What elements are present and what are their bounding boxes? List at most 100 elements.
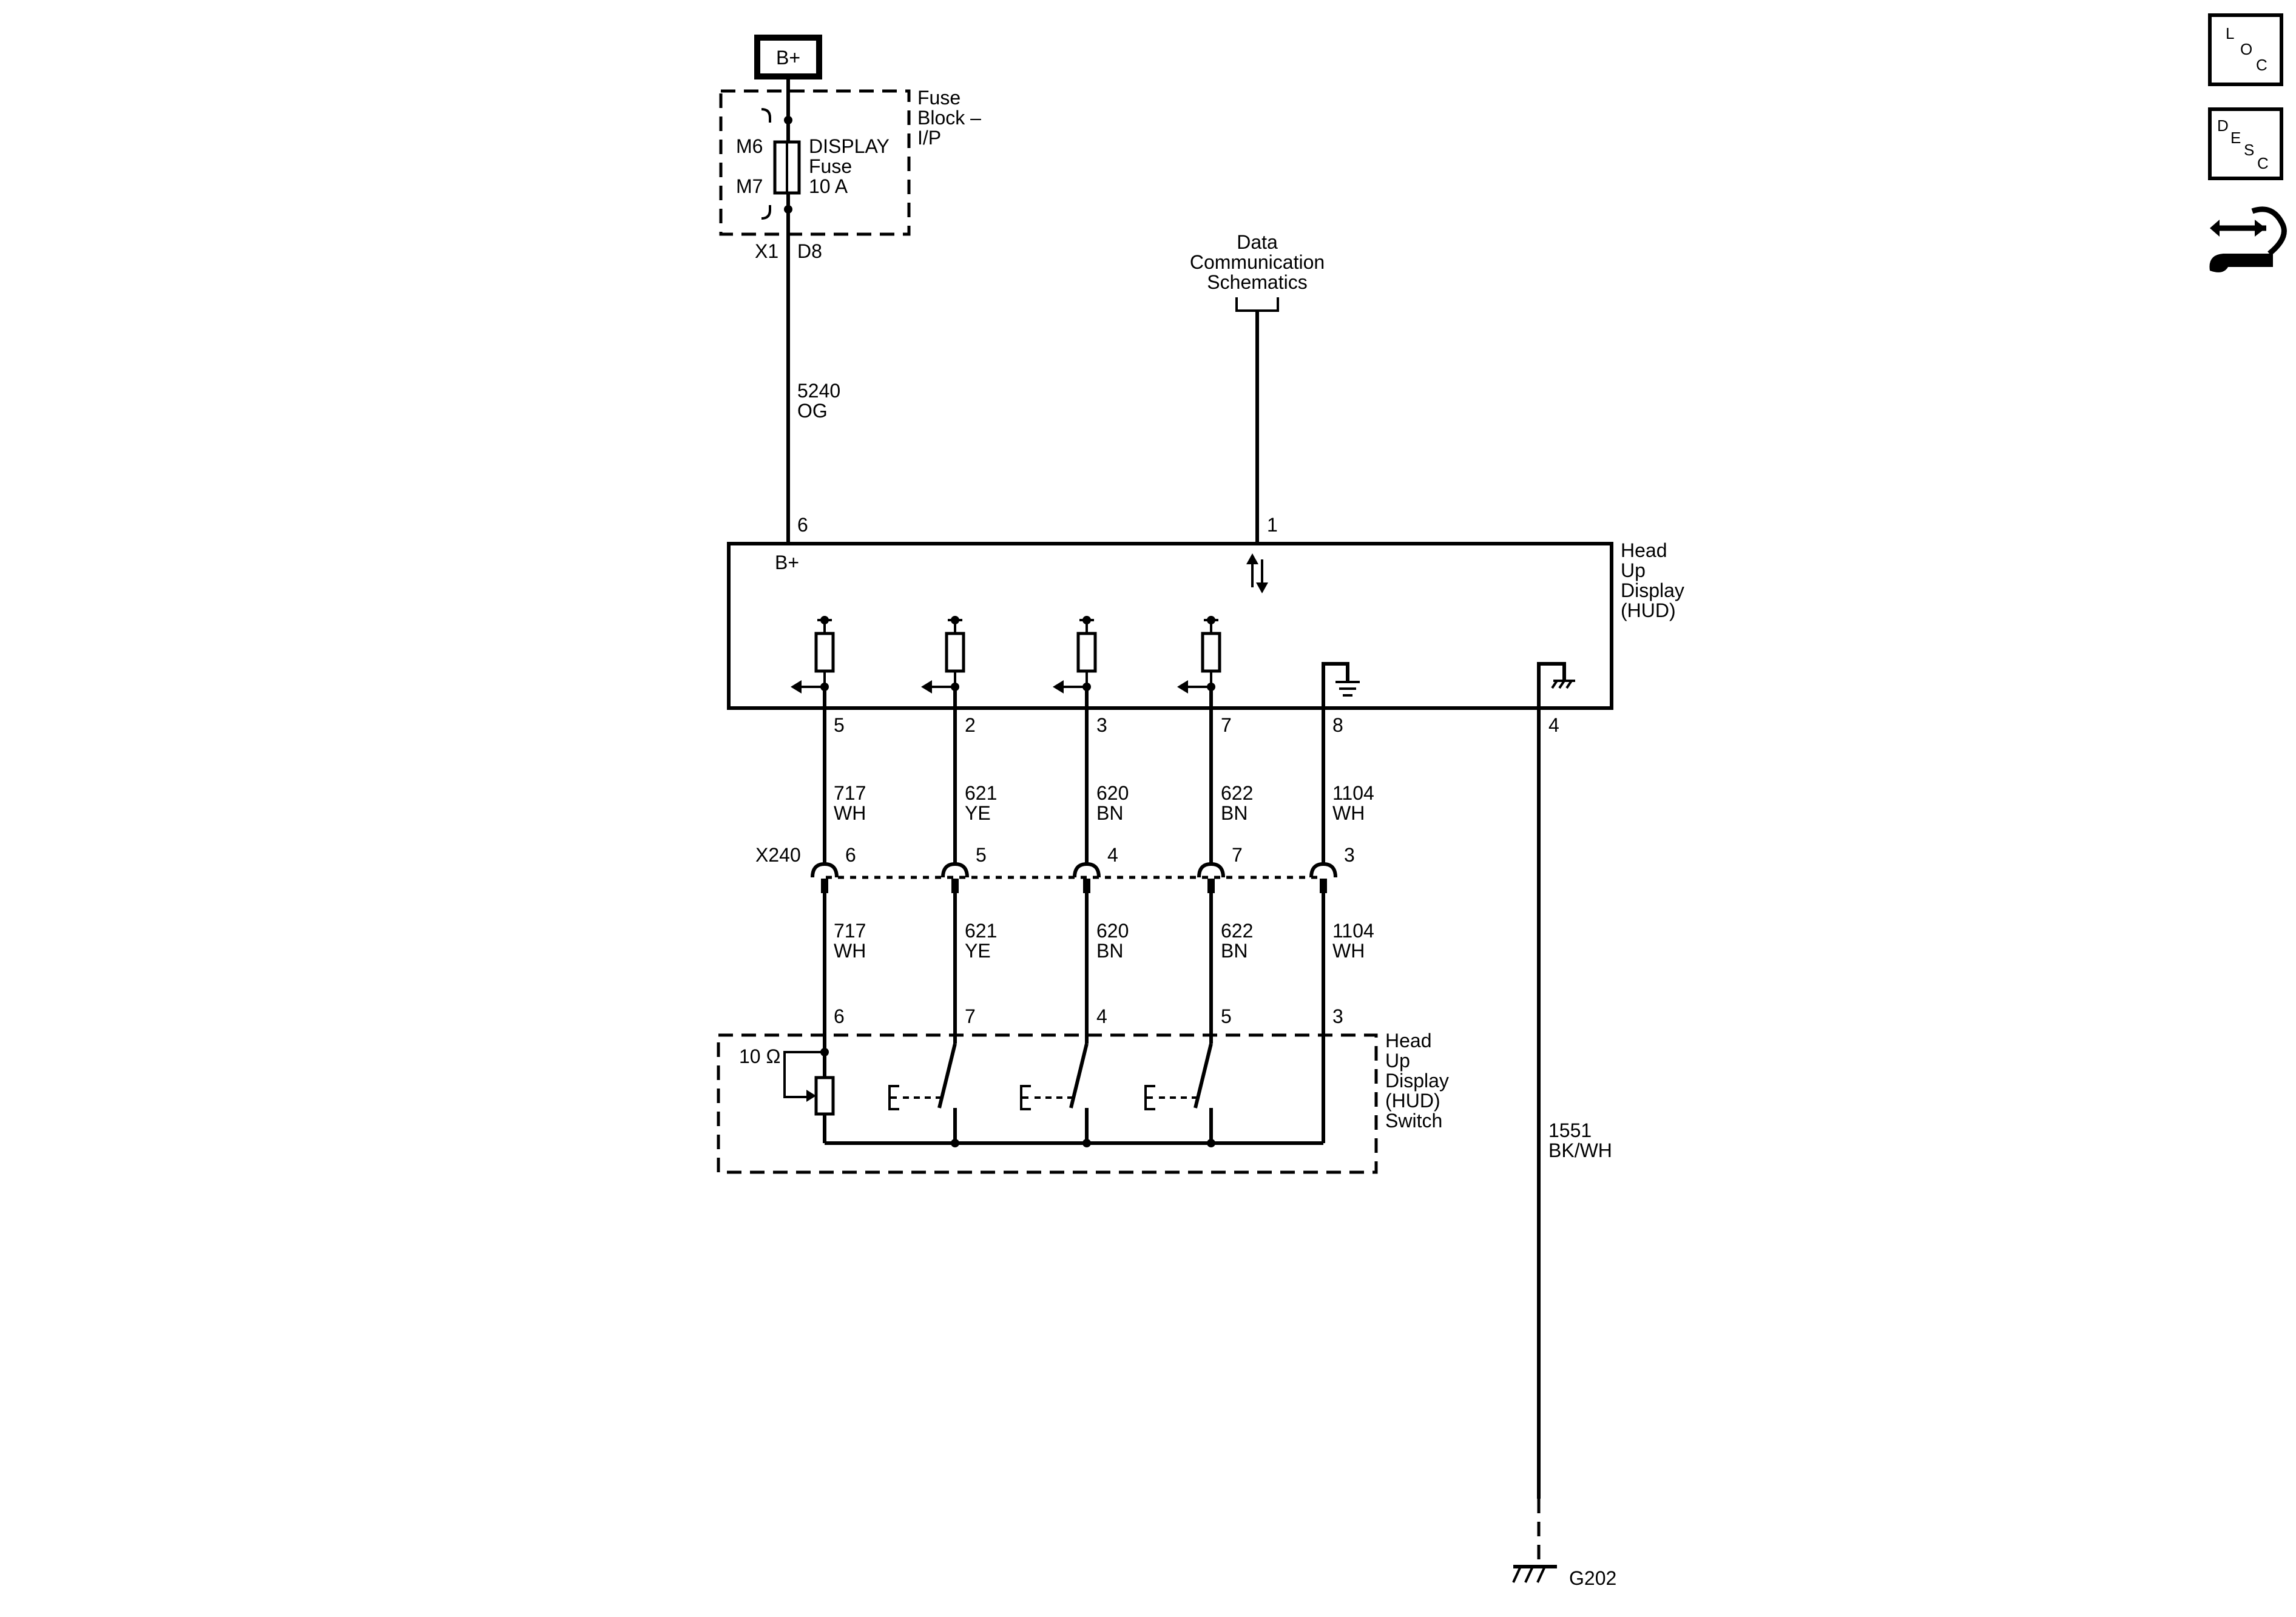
hud-switch-pin-4: 4 xyxy=(1096,1005,1107,1027)
hud-switch-pin-7: 7 xyxy=(965,1005,976,1027)
hud-pin-2: 2 xyxy=(965,714,976,736)
x240-pin-7: 7 xyxy=(1197,844,1243,893)
fuse-block-title-3: I/P xyxy=(917,127,941,149)
loc-letter-2: O xyxy=(2240,40,2252,58)
connector-x240-label: X240 xyxy=(755,844,801,866)
desc-letter-3: S xyxy=(2244,141,2254,159)
x240-pin-label-5: 5 xyxy=(976,844,987,866)
fuse-block: Fuse Block – I/P M6 M7 DISPLAY Fuse 10 A xyxy=(719,87,981,236)
hud-pin-labels: 5 2 3 7 8 4 xyxy=(834,714,1559,736)
upper-wire-circuit-1: 717 xyxy=(834,782,866,804)
hud-pin-bplus: 6 xyxy=(797,514,808,536)
lower-wire-color-5: WH xyxy=(1332,940,1365,962)
lower-wire-circuit-1: 717 xyxy=(834,920,866,942)
data-communication-reference: Data Communication Schematics xyxy=(1190,231,1325,542)
x240-pins: 6 5 4 7 3 xyxy=(811,844,1355,893)
loc-button[interactable]: L O C xyxy=(2208,13,2283,86)
hud-module: Head Up Display (HUD) B+ 6 1 xyxy=(727,514,1684,1499)
lower-wire-circuit-5: 1104 xyxy=(1332,920,1374,942)
lower-wire-circuit-2: 621 xyxy=(965,920,997,942)
upper-wire-circuit-4: 622 xyxy=(1221,782,1253,804)
upper-wire-color-1: WH xyxy=(834,802,866,824)
fuse-name-1: DISPLAY xyxy=(809,135,890,157)
data-comm-label-1: Data xyxy=(1237,231,1278,253)
hud-input-pullup-3 xyxy=(1053,616,1097,694)
hud-switch-contact-1 xyxy=(888,1043,959,1147)
hud-switch-wires xyxy=(823,687,1325,1052)
hud-switch-title-2: Up xyxy=(1385,1050,1410,1072)
lower-wire-circuit-3: 620 xyxy=(1096,920,1129,942)
desc-letter-1: D xyxy=(2217,116,2229,135)
upper-wire-color-4: BN xyxy=(1221,802,1248,824)
upper-wire-color-2: YE xyxy=(965,802,991,824)
hud-pin-data: 1 xyxy=(1267,514,1278,536)
fuse-pin-m7: M7 xyxy=(736,175,763,197)
ground-wire-circuit: 1551 xyxy=(1548,1119,1592,1141)
desc-letter-4: C xyxy=(2257,154,2269,172)
x240-pin-6: 6 xyxy=(811,844,856,893)
fuse-rating: 10 A xyxy=(809,175,848,197)
hud-switch-pin-6: 6 xyxy=(834,1005,845,1027)
bidirectional-data-icon xyxy=(1246,553,1268,593)
hud-switch-title-1: Head xyxy=(1385,1030,1432,1052)
loc-letter-3: C xyxy=(2256,56,2267,74)
fuse-connector-x1: X1 xyxy=(755,240,778,262)
hud-pin-4: 4 xyxy=(1548,714,1559,736)
hud-switch-title-4: (HUD) xyxy=(1385,1090,1440,1112)
hud-switch-pin-3: 3 xyxy=(1332,1005,1343,1027)
data-comm-label-3: Schematics xyxy=(1207,271,1307,293)
ground-g202-label: G202 xyxy=(1569,1567,1616,1589)
hud-switch-contact-2 xyxy=(1020,1043,1091,1147)
hud-pin-5: 5 xyxy=(834,714,845,736)
x240-pin-4: 4 xyxy=(1073,844,1118,893)
hud-title-2: Up xyxy=(1621,559,1646,581)
bplus-source-label: B+ xyxy=(776,47,800,69)
hud-title-1: Head xyxy=(1621,539,1667,561)
signal-ground-icon xyxy=(1322,662,1360,865)
bplus-source: B+ xyxy=(754,35,822,79)
hud-switch-title-5: Switch xyxy=(1385,1110,1442,1132)
hud-switch-pin-5: 5 xyxy=(1221,1005,1232,1027)
x240-pin-label-7: 7 xyxy=(1232,844,1243,866)
ground-g202-icon xyxy=(1512,1565,1557,1583)
fuse-block-title-2: Block – xyxy=(917,107,981,129)
data-comm-label-2: Communication xyxy=(1190,251,1325,273)
fuse-name-2: Fuse xyxy=(809,155,852,177)
lower-wire-color-3: BN xyxy=(1096,940,1123,962)
desc-button[interactable]: D E S C xyxy=(2208,107,2283,180)
upper-wire-circuit-5: 1104 xyxy=(1332,782,1374,804)
hud-switch-contact-3 xyxy=(1144,1043,1215,1147)
x240-pin-5: 5 xyxy=(941,844,987,893)
hud-pin-7: 7 xyxy=(1221,714,1232,736)
ground-wire-color: BK/WH xyxy=(1548,1139,1612,1161)
hud-title-3: Display xyxy=(1621,579,1684,601)
fuse-cavity-d8: D8 xyxy=(797,240,822,262)
hud-input-pullup-2 xyxy=(921,616,965,694)
hud-pin-3: 3 xyxy=(1096,714,1107,736)
hud-switch: Head Up Display (HUD) Switch 10 Ω xyxy=(717,883,1449,1174)
lower-wire-color-4: BN xyxy=(1221,940,1248,962)
resistor-value: 10 Ω xyxy=(739,1045,780,1067)
fuse-pin-m6: M6 xyxy=(736,135,763,157)
x240-pin-label-6: 6 xyxy=(845,844,856,866)
x240-pin-3: 3 xyxy=(1309,844,1355,893)
lower-wire-color-1: WH xyxy=(834,940,866,962)
feed-wire-color: OG xyxy=(797,400,828,422)
x240-pin-label-3: 3 xyxy=(1344,844,1355,866)
chassis-ground-icon xyxy=(1537,662,1575,1499)
connector-repair-icon[interactable] xyxy=(2209,206,2287,272)
hud-bplus-label: B+ xyxy=(775,552,799,573)
upper-wire-circuit-2: 621 xyxy=(965,782,997,804)
loc-letter-1: L xyxy=(2226,24,2234,42)
x240-pin-label-4: 4 xyxy=(1107,844,1118,866)
feed-wire-circuit: 5240 xyxy=(797,380,840,402)
upper-wire-circuit-3: 620 xyxy=(1096,782,1129,804)
hud-input-pullup-4 xyxy=(1177,616,1221,694)
fuse-block-title-1: Fuse xyxy=(917,87,961,109)
lower-wire-color-2: YE xyxy=(965,940,991,962)
wire-labels: 717WH621YE620BN622BN1104WH717WH621YE620B… xyxy=(834,782,1374,962)
hud-pin-8: 8 xyxy=(1332,714,1343,736)
hud-input-pullup-1 xyxy=(791,616,835,694)
upper-wire-color-3: BN xyxy=(1096,802,1123,824)
